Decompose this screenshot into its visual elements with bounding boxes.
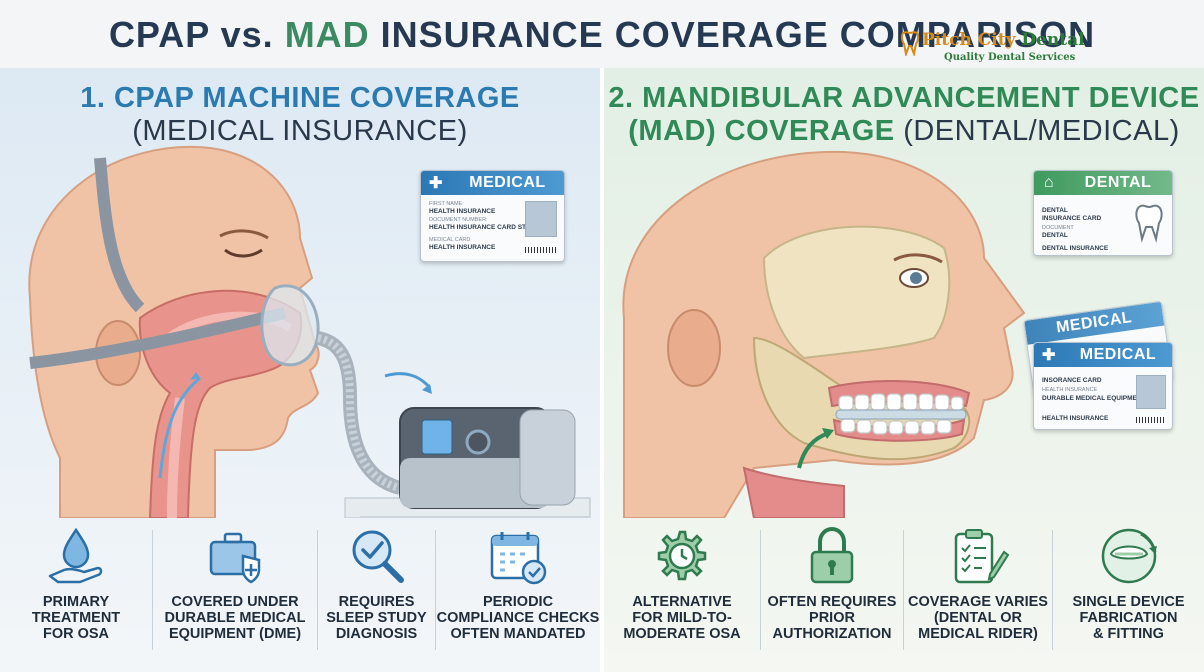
gear-clock-icon <box>657 530 707 581</box>
medical-insurance-card: ✚ MEDICAL FIRST NAME: HEALTH INSURANCE D… <box>420 170 565 262</box>
feature-single-device: SINGLE DEVICE FABRICATION & FITTING <box>1053 516 1204 666</box>
feature-prior-authorization: OFTEN REQUIRES PRIOR AUTHORIZATION <box>761 516 903 666</box>
header: CPAP vs. MAD INSURANCE COVERAGE COMPARIS… <box>0 0 1204 68</box>
molar-icon <box>1135 204 1163 243</box>
magnifier-check-icon <box>352 530 404 583</box>
calendar-check-icon <box>490 532 547 585</box>
medical-cross-icon: ✚ <box>429 175 443 192</box>
water-drop-hand-icon <box>48 527 103 584</box>
clipboard-pen-icon <box>954 529 1010 584</box>
card-barcode <box>525 247 557 253</box>
dental-insurance-card: ⌂ DENTAL DENTAL INSURANCE CARD DOCUMENT … <box>1033 170 1173 256</box>
logo-name: Pitch City Dental <box>922 30 1085 50</box>
feature-divider <box>1052 530 1053 650</box>
medical-cross-icon: ✚ <box>1042 347 1056 364</box>
cpap-features: PRIMARY TREATMENT FOR OSA COVERED UNDER … <box>0 516 600 666</box>
feature-compliance-checks: PERIODIC COMPLIANCE CHECKS OFTEN MANDATE… <box>436 516 600 666</box>
page-title: CPAP vs. MAD INSURANCE COVERAGE COMPARIS… <box>108 14 1096 55</box>
panel-divider <box>600 68 604 672</box>
cpap-panel-title: 1. CPAP MACHINE COVERAGE (MEDICAL INSURA… <box>80 82 520 147</box>
feature-dme-coverage: COVERED UNDER DURABLE MEDICAL EQUIPMENT … <box>153 516 317 666</box>
feature-divider <box>152 530 153 650</box>
dental-device-refresh-icon <box>1101 528 1157 584</box>
logo-tagline: Quality Dental Services <box>944 52 1076 63</box>
cpap-panel: 1. CPAP MACHINE COVERAGE (MEDICAL INSURA… <box>0 68 600 672</box>
mad-illustration <box>622 150 1026 518</box>
card-photo <box>1136 375 1166 409</box>
mad-panel: 2. MANDIBULAR ADVANCEMENT DEVICE (MAD) C… <box>604 68 1204 672</box>
feature-divider <box>317 530 318 650</box>
medical-insurance-card-mad: ✚ MEDICAL INSORANCE CARD HEALTH INSURANC… <box>1033 342 1173 430</box>
feature-divider <box>903 530 904 650</box>
feature-sleep-study: REQUIRES SLEEP STUDY DIAGNOSIS <box>318 516 435 666</box>
card-barcode <box>1136 417 1166 423</box>
mad-panel-title: 2. MANDIBULAR ADVANCEMENT DEVICE (MAD) C… <box>608 82 1200 147</box>
tooth-icon: ⌂ <box>1043 174 1055 191</box>
tooth-logo-icon <box>900 31 920 56</box>
feature-divider <box>760 530 761 650</box>
brand-logo: Pitch City Dental Quality Dental Service… <box>900 30 1085 70</box>
feature-divider <box>435 530 436 650</box>
mad-features: ALTERNATIVE FOR MILD-TO- MODERATE OSA OF… <box>604 516 1204 666</box>
card-photo <box>525 201 557 237</box>
padlock-icon <box>810 526 854 584</box>
feature-primary-treatment: PRIMARY TREATMENT FOR OSA <box>0 516 152 666</box>
medical-kit-icon <box>209 532 261 584</box>
feature-coverage-varies: COVERAGE VARIES (DENTAL OR MEDICAL RIDER… <box>904 516 1052 666</box>
feature-alternative-osa: ALTERNATIVE FOR MILD-TO- MODERATE OSA <box>604 516 760 666</box>
cpap-illustration <box>28 145 591 518</box>
